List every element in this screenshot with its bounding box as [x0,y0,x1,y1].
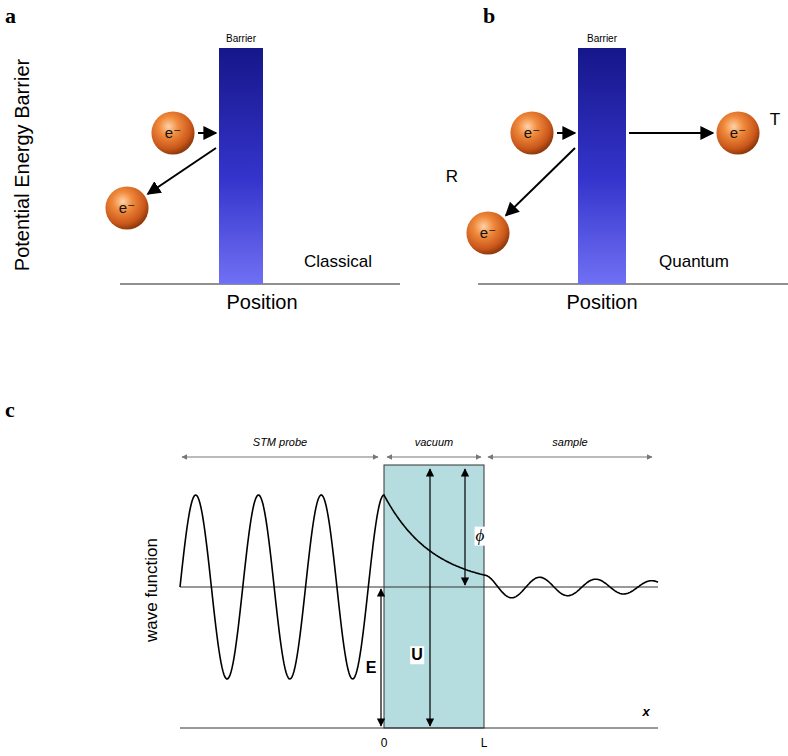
region-label: vacuum [414,436,455,448]
symbol-label: ϕ [475,527,486,546]
potential-arrow [429,469,430,726]
energy-arrow [380,589,381,726]
electron-label: e⁻ [730,124,746,142]
motion-arrow [506,148,575,216]
electron-label: e⁻ [480,224,496,242]
potential-barrier: Barrier [578,48,626,284]
transmitted-label: T [769,111,781,130]
axis-title: Position [565,291,638,313]
reflected-label: R [445,168,459,187]
potential-barrier: Barrier [219,48,263,284]
regime-label: Classical [303,253,373,272]
region-label: STM probe [252,436,308,448]
motion-arrow [557,132,575,134]
tick-label: L [480,737,489,750]
electron: e⁻ [151,111,195,155]
panel-letter: c [4,398,16,422]
barrier-label: Barrier [226,33,256,44]
panel-letter: b [482,4,496,28]
electron: e⁻ [510,111,554,155]
work-function-arrow [464,469,465,585]
x-axis [180,728,658,729]
axis-line [478,284,788,285]
motion-arrow [148,148,216,194]
range-arrow [182,457,378,458]
regime-label: Quantum [658,253,730,272]
motion-arrow [629,132,713,134]
vacuum-region [384,465,484,728]
electron: e⁻ [105,186,149,230]
axis-title: Potential Energy Barrier [11,58,33,272]
zero-line [180,587,658,588]
electron: e⁻ [716,111,760,155]
symbol-label: E [365,659,378,677]
symbol-label: U [410,646,424,664]
region-label: sample [551,436,588,448]
range-arrow [488,457,652,458]
electron-label: e⁻ [524,124,540,142]
electron-label: e⁻ [165,124,181,142]
panel-letter: a [4,4,17,28]
axis-title: wave function [143,537,162,643]
motion-arrow [198,132,216,134]
electron-label: e⁻ [119,199,135,217]
axis-title: Position [225,291,298,313]
barrier-label: Barrier [587,33,617,44]
wave-function-curve [180,495,658,679]
electron: e⁻ [466,211,510,255]
axis-label: x [641,705,650,719]
range-arrow [387,457,481,458]
tick-label: 0 [380,737,389,750]
